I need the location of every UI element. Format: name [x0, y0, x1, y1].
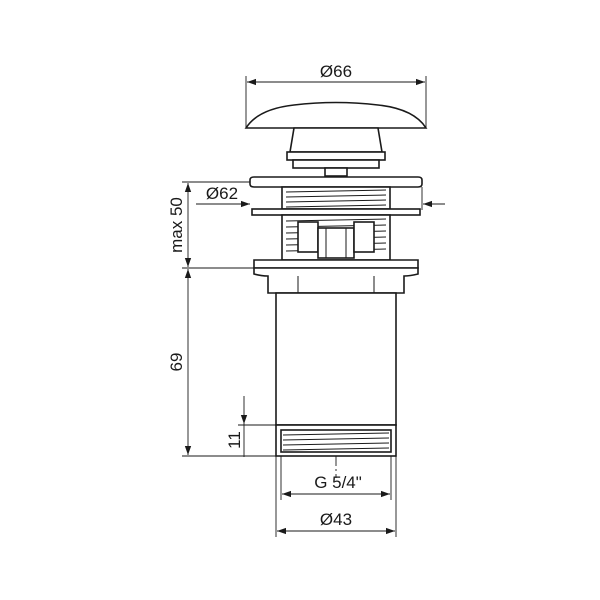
- body-diameter-label: Ø43: [320, 510, 352, 529]
- dimension-thread-length: 11: [225, 396, 276, 457]
- mushroom-cap: [244, 101, 428, 177]
- lock-nut: [253, 267, 419, 294]
- inner-core: [281, 214, 391, 261]
- bottom-thread: [275, 424, 397, 457]
- lower-flange: [253, 259, 419, 269]
- dimension-flange-diameter: Ø62: [196, 184, 445, 210]
- cap-diameter-label: Ø66: [320, 62, 352, 81]
- dimension-body-diameter: Ø43: [275, 456, 397, 537]
- threaded-body: [281, 186, 391, 210]
- thread-length-label: 11: [225, 431, 244, 449]
- dimension-vertical-heights: max 50 69: [167, 181, 276, 457]
- middle-washer: [251, 208, 421, 216]
- upper-flange: [249, 176, 423, 188]
- body-height-label: 69: [167, 353, 186, 372]
- flange-diameter-label: Ø62: [206, 184, 238, 203]
- thread-size-label: G 5/4": [314, 473, 362, 492]
- dimension-cap-diameter: Ø66: [245, 62, 427, 128]
- body-tube: [275, 292, 397, 426]
- dimension-thread-size: G 5/4": [280, 456, 392, 500]
- max-height-label: max 50: [167, 197, 186, 253]
